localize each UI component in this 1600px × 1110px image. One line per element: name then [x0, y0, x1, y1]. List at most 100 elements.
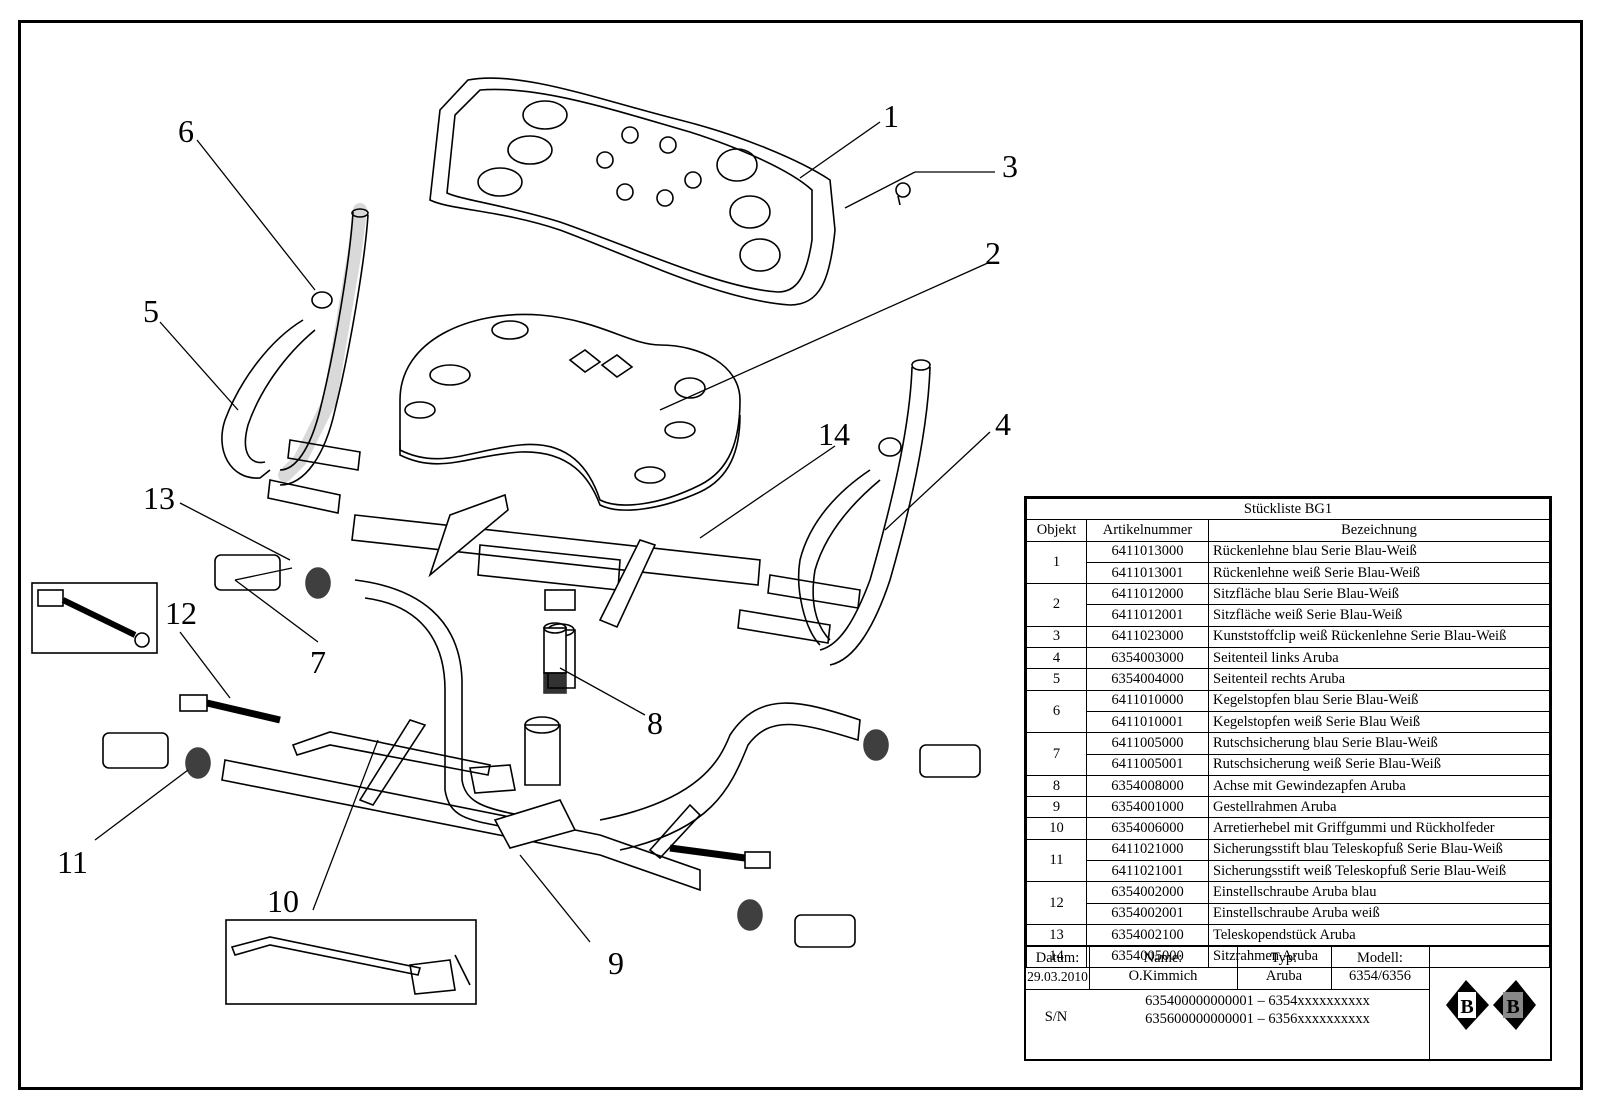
objekt-cell: 5	[1026, 668, 1087, 691]
bezeichnung-cell: Kegelstopfen weiß Serie Blau Weiß	[1208, 710, 1550, 734]
bezeichnung-cell: Gestellrahmen Aruba	[1208, 796, 1550, 819]
objekt-cell: 14	[1026, 945, 1087, 968]
logo-letter-2: B	[1506, 996, 1519, 1018]
callout-14: 14	[818, 416, 850, 452]
artikelnummer-cell: 6411012001	[1086, 604, 1209, 627]
objekt-cell: 11	[1026, 838, 1087, 883]
leader-lines	[94, 121, 995, 943]
artikelnummer-cell: 6411021001	[1086, 860, 1209, 883]
objekt-cell: 3	[1026, 625, 1087, 649]
callout-8: 8	[647, 705, 663, 741]
callout-11: 11	[57, 844, 88, 880]
callout-9: 9	[608, 945, 624, 981]
datum-label: Datum:	[1035, 950, 1080, 966]
artikelnummer-cell: 6354008000	[1086, 774, 1209, 798]
bezeichnung-cell: Kunststoffclip weiß Rückenlehne Serie Bl…	[1208, 625, 1550, 649]
glide-parts	[102, 554, 981, 948]
bezeichnung-cell: Rückenlehne weiß Serie Blau-Weiß	[1208, 561, 1550, 585]
datum-value: 29.03.2010	[1027, 969, 1088, 984]
artikelnummer-cell: 6354003000	[1086, 647, 1209, 670]
objekt-cell: 8	[1026, 774, 1087, 798]
sn-range-1: 635400000000001 – 6354xxxxxxxxxx	[1145, 993, 1370, 1009]
callout-10: 10	[267, 883, 299, 919]
typ-value: Aruba	[1265, 968, 1303, 984]
bezeichnung-cell: Sitzfläche weiß Serie Blau-Weiß	[1208, 604, 1550, 627]
artikelnummer-cell: 6354006000	[1086, 817, 1209, 840]
title-block: Datum: 29.03.2010 Name: O.Kimmich Typ: A…	[1026, 945, 1550, 1061]
artikelnummer-cell: 6411013001	[1086, 561, 1209, 585]
bezeichnung-cell: Einstellschraube Aruba blau	[1208, 881, 1550, 904]
artikelnummer-cell: 6354002000	[1086, 881, 1209, 904]
objekt-cell: 12	[1026, 881, 1087, 925]
parts-list-title: Stückliste BG1	[1026, 497, 1550, 521]
callout-2: 2	[985, 235, 1001, 271]
artikelnummer-cell: 6354002001	[1086, 902, 1209, 925]
adjust-screw-part	[31, 582, 281, 724]
axle-part	[543, 622, 567, 694]
side-part-right	[221, 203, 369, 514]
objekt-cell: 6	[1026, 689, 1087, 734]
header-objekt: Objekt	[1026, 519, 1087, 542]
adjust-screw-right	[669, 844, 771, 869]
sn-label: S/N	[1044, 1009, 1068, 1025]
bezeichnung-cell: Achse mit Gewindezapfen Aruba	[1208, 774, 1550, 798]
lever-part	[291, 731, 516, 794]
callout-4: 4	[995, 406, 1011, 442]
callout-1: 1	[883, 98, 899, 134]
modell-value: 6354/6356	[1348, 968, 1412, 984]
bezeichnung-cell: Rückenlehne blau Serie Blau-Weiß	[1208, 540, 1550, 563]
modell-label: Modell:	[1357, 950, 1403, 966]
artikelnummer-cell: 6354002100	[1086, 923, 1209, 947]
callout-13: 13	[143, 480, 175, 516]
sn-range-2: 635600000000001 – 6356xxxxxxxxxx	[1145, 1011, 1370, 1027]
bezeichnung-cell: Teleskopendstück Aruba	[1208, 923, 1550, 947]
bezeichnung-cell: Kegelstopfen blau Serie Blau-Weiß	[1208, 689, 1550, 712]
objekt-cell: 1	[1026, 540, 1087, 585]
callout-7: 7	[310, 644, 326, 680]
logo-letter-1: B	[1460, 996, 1473, 1018]
objekt-cell: 7	[1026, 732, 1087, 776]
objekt-cell: 13	[1026, 923, 1087, 947]
artikelnummer-cell: 6354001000	[1086, 796, 1209, 819]
artikelnummer-cell: 6411021000	[1086, 838, 1209, 862]
bezeichnung-cell: Seitenteil rechts Aruba	[1208, 668, 1550, 691]
company-logo: B B	[1446, 980, 1536, 1030]
parts-list-table: Stückliste BG1 Objekt Artikelnummer Beze…	[1024, 496, 1552, 1061]
bezeichnung-cell: Sitzfläche blau Serie Blau-Weiß	[1208, 583, 1550, 606]
typ-label: Typ:	[1270, 950, 1298, 966]
name-value: O.Kimmich	[1128, 968, 1198, 984]
bezeichnung-cell: Rutschsicherung blau Serie Blau-Weiß	[1208, 732, 1550, 755]
callout-12: 12	[165, 595, 197, 631]
artikelnummer-cell: 6354004000	[1086, 668, 1209, 691]
objekt-cell: 2	[1026, 583, 1087, 627]
bezeichnung-cell: Arretierhebel mit Griffgummi und Rückhol…	[1208, 817, 1550, 840]
artikelnummer-cell: 6411005001	[1086, 753, 1209, 776]
callout-5: 5	[143, 293, 159, 329]
artikelnummer-cell: 6411005000	[1086, 732, 1209, 755]
bezeichnung-cell: Einstellschraube Aruba weiß	[1208, 902, 1550, 925]
bezeichnung-cell: Sicherungsstift weiß Teleskopfuß Serie B…	[1208, 860, 1550, 883]
header-bezeichnung: Bezeichnung	[1208, 519, 1550, 542]
objekt-cell: 4	[1026, 647, 1087, 670]
bezeichnung-cell: Sicherungsstift blau Teleskopfuß Serie B…	[1208, 838, 1550, 862]
backrest-part	[429, 77, 836, 306]
